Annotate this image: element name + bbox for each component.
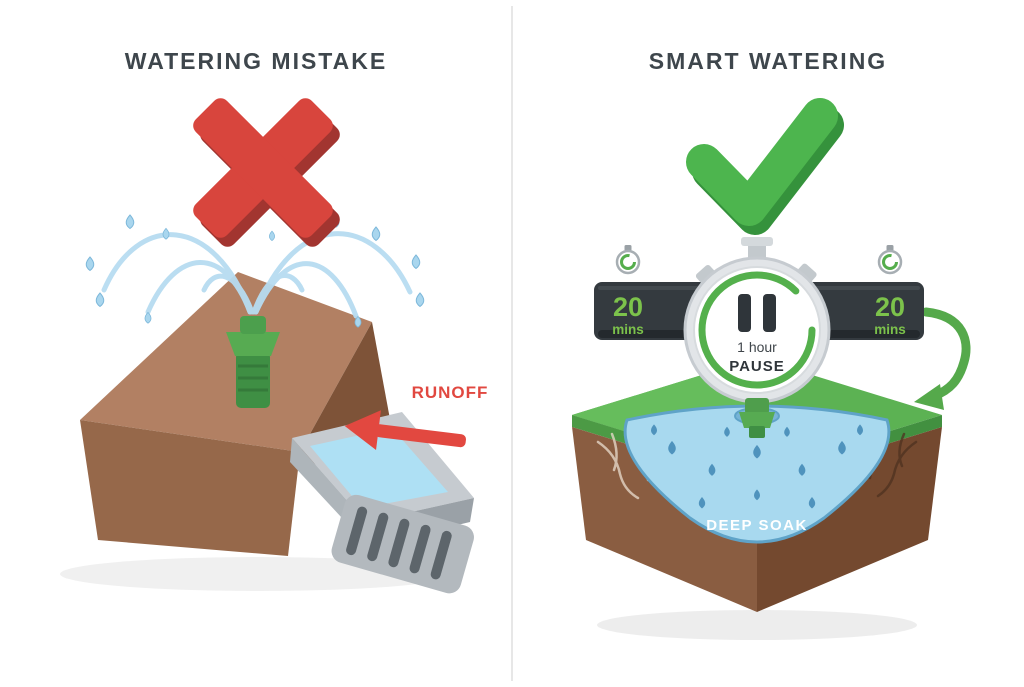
mini-timer-left-icon (615, 245, 641, 275)
pause-duration-label: 1 hour (737, 339, 777, 355)
mini-timer-right-icon (877, 245, 903, 275)
drain-grate-icon (331, 494, 474, 594)
repeat-arrow-icon (914, 307, 971, 410)
watering-mistake-illustration: RUNOFF (60, 98, 489, 594)
stopwatch-icon: 1 hour PAUSE (683, 237, 831, 404)
right-timer-unit: mins (874, 322, 906, 337)
deep-soak-label: DEEP SOAK (706, 517, 808, 534)
pause-icon (738, 294, 776, 332)
left-panel-title: WATERING MISTAKE (124, 48, 388, 74)
block-shadow (597, 610, 917, 640)
runoff-water (310, 428, 448, 508)
right-timer-value: 20 (875, 292, 905, 322)
sprinkler-icon (226, 316, 280, 408)
water-spray (101, 231, 413, 319)
runoff-label: RUNOFF (412, 383, 489, 402)
right-panel-title: SMART WATERING (648, 48, 888, 74)
check-icon (686, 98, 844, 235)
left-timer-unit: mins (612, 322, 644, 337)
cross-icon (193, 98, 340, 247)
smart-watering-illustration: DEEP SOAK 20 mins 20 mins (572, 98, 971, 640)
sprinkler-connector-icon (739, 398, 775, 438)
runoff-callout: RUNOFF (344, 383, 489, 450)
panel-divider (511, 6, 513, 681)
runoff-arrow-icon (344, 410, 466, 450)
left-timer-value: 20 (613, 292, 643, 322)
pause-action-label: PAUSE (729, 358, 785, 375)
